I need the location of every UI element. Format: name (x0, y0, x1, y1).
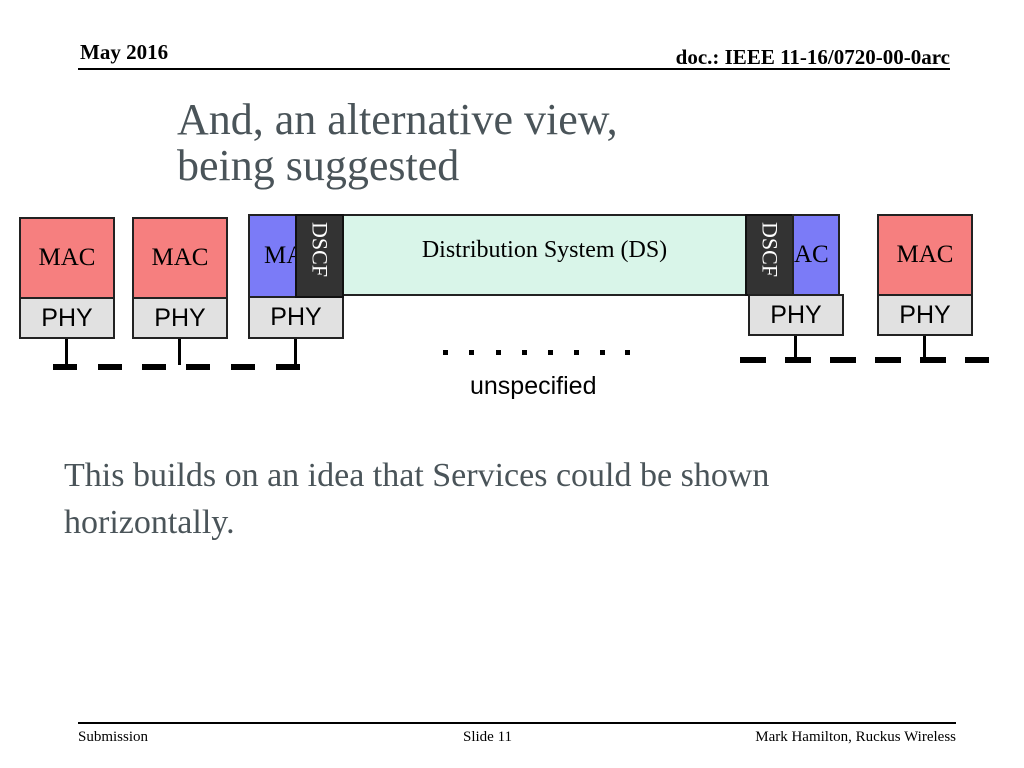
phy-box-station-2: PHY (132, 297, 228, 339)
footer-author: Mark Hamilton, Ruckus Wireless (755, 729, 956, 745)
station-2-link (178, 339, 181, 365)
mac-box-station-1: MAC (19, 217, 115, 299)
dotted-line-dot (625, 350, 630, 355)
dotted-line-dot (574, 350, 579, 355)
header-divider (78, 68, 950, 70)
mac-box-station-2: MAC (132, 217, 228, 299)
medium-dash (98, 364, 122, 370)
slide-title-line-2: being suggested (177, 141, 460, 190)
mac-box-station-3: MAC (877, 214, 973, 296)
dotted-line-dot (443, 350, 448, 355)
mac-label-ap-right: AC (794, 241, 829, 268)
distribution-system-box: Distribution System (DS) (342, 214, 747, 296)
medium-dash (142, 364, 166, 370)
dotted-line-dot (469, 350, 474, 355)
header-date: May 2016 (80, 40, 169, 64)
header-doc-id: doc.: IEEE 11-16/0720-00-0arc (675, 45, 950, 69)
dscf-label-right: DSCF (757, 222, 783, 278)
medium-dash (186, 364, 210, 370)
slide-title-line-1: And, an alternative view, (177, 95, 618, 144)
station-3-link (923, 336, 926, 360)
medium-dash (830, 357, 856, 363)
phy-box-ap-left: PHY (248, 296, 344, 339)
unspecified-label: unspecified (470, 372, 597, 400)
dotted-line-dot (600, 350, 605, 355)
medium-dash (53, 364, 77, 370)
medium-dash (785, 357, 811, 363)
medium-dash (920, 357, 946, 363)
ap-left-link (294, 339, 297, 365)
medium-dash (231, 364, 255, 370)
station-1-link (65, 339, 68, 365)
medium-dash (965, 357, 989, 363)
dotted-line-dot (522, 350, 527, 355)
dotted-line-dot (496, 350, 501, 355)
medium-dash (740, 357, 766, 363)
dotted-line-dot (548, 350, 553, 355)
dscf-box-right: DSCF (745, 214, 794, 296)
mac-box-ap-right: AC (792, 214, 840, 296)
phy-box-ap-right: PHY (748, 294, 844, 336)
dscf-label-left: DSCF (307, 222, 333, 278)
dscf-box-left: DSCF (295, 214, 344, 298)
mac-box-ap-left: MA (248, 214, 304, 298)
medium-dash (875, 357, 901, 363)
footer-slide-number: Slide 11 (463, 729, 513, 745)
ap-right-link (794, 336, 797, 360)
body-text: This builds on an idea that Services cou… (64, 457, 770, 541)
slide-title: And, an alternative view, being suggeste… (177, 97, 618, 189)
phy-box-station-1: PHY (19, 297, 115, 339)
medium-dash (276, 364, 300, 370)
phy-box-station-3: PHY (877, 294, 973, 336)
footer-divider (78, 722, 956, 724)
footer-submission: Submission (78, 729, 149, 745)
